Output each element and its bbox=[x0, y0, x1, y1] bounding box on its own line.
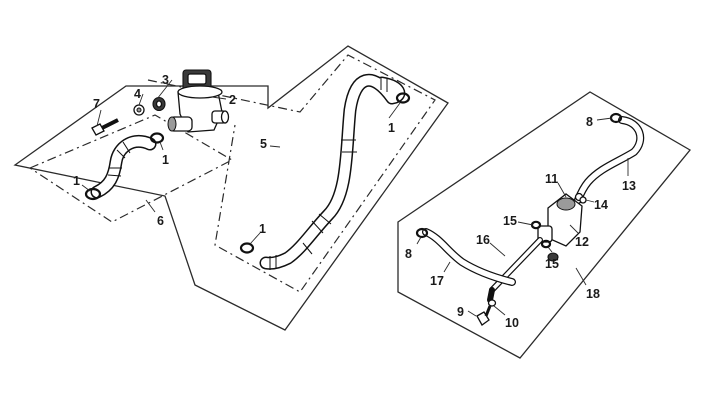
hose-clamp-icon bbox=[149, 132, 165, 144]
tube-17 bbox=[422, 228, 516, 286]
callout-8: 8 bbox=[586, 115, 593, 129]
tube-13 bbox=[574, 116, 645, 204]
leader-lines bbox=[81, 79, 629, 317]
callout-2: 2 bbox=[229, 93, 236, 107]
callout-15: 15 bbox=[545, 257, 559, 271]
callout-17: 17 bbox=[430, 274, 444, 288]
assembly-frame-left bbox=[13, 45, 449, 331]
callout-10: 10 bbox=[505, 316, 519, 330]
callout-12: 12 bbox=[575, 235, 589, 249]
bolt-14 bbox=[579, 196, 587, 204]
callout-7: 7 bbox=[93, 97, 100, 111]
hose-5 bbox=[259, 73, 406, 270]
hose-6 bbox=[90, 134, 157, 199]
callout-3: 3 bbox=[162, 73, 169, 87]
assembly-frame-right bbox=[397, 91, 691, 359]
hose-clamp-icon bbox=[84, 187, 102, 201]
callout-4: 4 bbox=[134, 87, 141, 101]
hose-clamp-icon bbox=[530, 220, 542, 230]
hose-clamp-icon bbox=[395, 92, 411, 104]
callout-13: 13 bbox=[622, 179, 636, 193]
callout-9: 9 bbox=[457, 305, 464, 319]
callout-18: 18 bbox=[586, 287, 600, 301]
collar-4 bbox=[133, 104, 145, 116]
group-outline-5 bbox=[147, 54, 436, 293]
hose-clamp-icon bbox=[239, 242, 255, 254]
grommet-3 bbox=[152, 96, 166, 112]
callout-14: 14 bbox=[594, 198, 608, 212]
bolt-7 bbox=[91, 118, 119, 136]
callout-1: 1 bbox=[162, 153, 169, 167]
hose-clamp-icon bbox=[415, 227, 429, 239]
air-valve-2 bbox=[167, 69, 230, 133]
callout-6: 6 bbox=[157, 214, 164, 228]
callout-16: 16 bbox=[476, 233, 490, 247]
group-outline-6 bbox=[29, 114, 234, 223]
callout-1: 1 bbox=[388, 121, 395, 135]
valve-11-12 bbox=[537, 192, 584, 262]
callout-5: 5 bbox=[260, 137, 267, 151]
callout-1: 1 bbox=[73, 174, 80, 188]
washer-10 bbox=[487, 299, 497, 307]
callout-1: 1 bbox=[259, 222, 266, 236]
callout-11: 11 bbox=[545, 172, 558, 186]
bolt-9 bbox=[476, 305, 492, 326]
callout-8: 8 bbox=[405, 247, 412, 261]
hose-clamp-icon bbox=[540, 239, 552, 249]
callout-15: 15 bbox=[503, 214, 517, 228]
